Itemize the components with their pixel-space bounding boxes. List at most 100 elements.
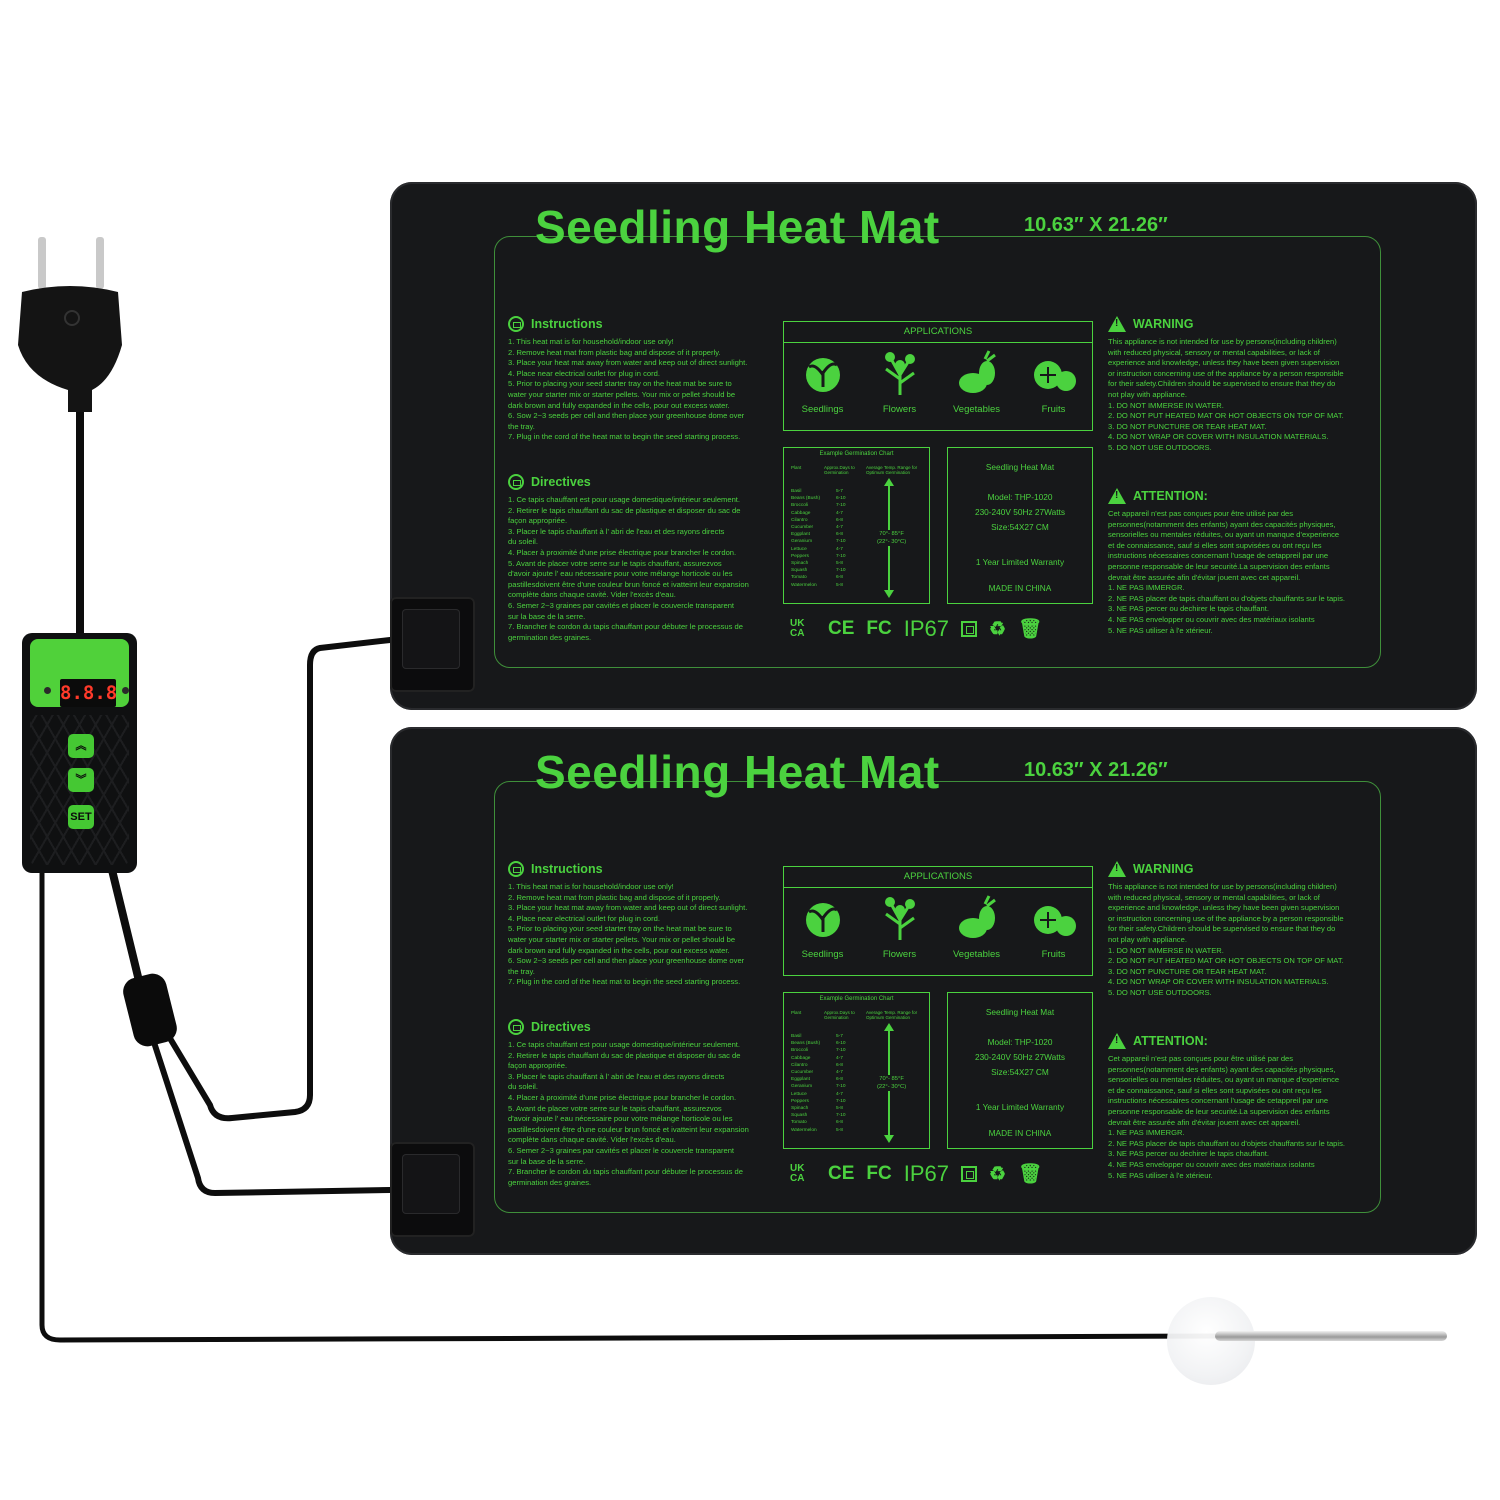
temp-range: 70°- 85°F (22°- 30°C) <box>877 530 907 546</box>
text-line: Cabbage <box>791 510 811 516</box>
text-line: 5. Avant de placer votre serre sur le ta… <box>508 1103 722 1113</box>
text-line: germination des graines. <box>508 1177 592 1187</box>
text-line: Peppers <box>791 1098 809 1104</box>
text-line: instructions nécessaires concernant l'us… <box>1108 1096 1329 1106</box>
controller-face: 8.8.8 <box>30 639 129 707</box>
model-number: Model: THP-1020 <box>987 492 1053 502</box>
ce-mark: CE <box>828 1163 855 1184</box>
germination-chart-title: Example Germination Chart <box>819 996 894 1002</box>
text-line: Cucumber <box>791 525 814 531</box>
text-line: personnes(notamment des enfants) ayant d… <box>1108 519 1336 529</box>
text-line: 4. Place near electrical outlet for plug… <box>508 368 660 378</box>
controller-cable <box>108 866 144 989</box>
text-line: dark brown and fully expanded in the cel… <box>508 945 730 955</box>
text-line: Squash <box>791 1113 808 1119</box>
text-line: 5. Prior to placing your seed starter tr… <box>508 379 732 389</box>
text-line: Eggplant <box>791 532 810 538</box>
text-line: Tomato <box>791 575 807 581</box>
mat-print-frame <box>494 236 1381 668</box>
text-line: Basil <box>791 489 802 494</box>
text-line: 4-7 <box>836 510 843 516</box>
ukca-mark: UK CA <box>790 1163 805 1184</box>
mat-size: 10.63″ X 21.26″ <box>1024 759 1168 781</box>
applications-box: APPLICATIONS Seedlings Flowers Vegetable… <box>783 321 1093 431</box>
text-line: Lettuce <box>791 546 807 552</box>
germination-chart-title: Example Germination Chart <box>819 451 894 457</box>
text-line: Squash <box>791 568 808 574</box>
application-fruits: Fruits <box>1019 894 1089 960</box>
fruits-icon <box>1033 906 1076 936</box>
col-range: Average Temp. Range for Optimum Germinat… <box>866 465 918 475</box>
ip67-mark: IP67 <box>903 1161 949 1186</box>
text-line: Cet appareil n'est pas conçues pour être… <box>1108 509 1294 518</box>
mat1-cable <box>162 637 393 1122</box>
text-line: 5-7 <box>836 1034 843 1039</box>
text-line: 4. DO NOT WRAP OR COVER WITH INSULATION … <box>1108 977 1329 987</box>
flower-icon <box>884 352 915 395</box>
col-range: Average Temp. Range for Optimum Germinat… <box>866 1010 918 1020</box>
text-line: 5-8 <box>836 1127 843 1133</box>
text-line: not play with appliance. <box>1108 389 1187 399</box>
fc-mark: FC <box>866 1163 892 1184</box>
directives-heading: Directives <box>531 1019 591 1034</box>
heat-mat-top: Seedling Heat Mat 10.63″ X 21.26″ Instru… <box>390 182 1477 710</box>
text-line: d'avoir ajoute l' eau nécessaire pour vo… <box>508 1114 733 1124</box>
text-line: 7-10 <box>836 503 846 509</box>
application-flowers: Flowers <box>865 894 935 960</box>
text-line: Broccoli <box>791 1048 809 1054</box>
text-line: 7-10 <box>836 553 846 559</box>
attention-lines: Cet appareil n'est pas conçues pour être… <box>1108 1054 1378 1181</box>
col-days: Approx.Days to Germination <box>824 1010 855 1020</box>
application-seedlings: Seedlings <box>788 894 858 960</box>
vegetables-icon <box>958 895 996 938</box>
text-line: Beans (Bush) <box>791 1041 821 1047</box>
warning-heading: WARNING <box>1133 316 1194 331</box>
text-line: Broccoli <box>791 503 809 509</box>
power-led <box>44 687 51 694</box>
directives-heading: Directives <box>531 474 591 489</box>
instructions-section: Instructions 1. This heat mat is for hou… <box>508 861 773 988</box>
up-button[interactable]: ︽ <box>68 734 94 758</box>
text-line: pastillesdoivent être d'une couleur brun… <box>508 579 749 589</box>
text-line: water your starter mix or starter pellet… <box>508 934 736 944</box>
germination-chart: Example Germination Chart Plant Approx.D… <box>783 447 930 604</box>
ce-mark: CE <box>828 618 855 639</box>
directives-section: Directives 1. Ce tapis chauffant est pou… <box>508 474 783 643</box>
text-line: Tomato <box>791 1120 807 1126</box>
text-line: 2. NE PAS placer de tapis chauffant ou d… <box>1108 1138 1345 1148</box>
down-button[interactable]: ︾ <box>68 768 94 792</box>
application-seedlings: Seedlings <box>788 349 858 415</box>
text-line: instructions nécessaires concernant l'us… <box>1108 551 1329 561</box>
text-line: 6-8 <box>836 1120 843 1126</box>
applications-heading: APPLICATIONS <box>784 867 1092 888</box>
model-power: 230-240V 50Hz 27Watts <box>974 1052 1066 1062</box>
text-line: Cilantro <box>791 1062 808 1068</box>
text-line: This appliance is not intended for use b… <box>1108 337 1337 346</box>
text-line: for their safety.Children should be supe… <box>1108 379 1336 389</box>
text-line: 6. Sow 2~3 seeds per cell and then place… <box>508 411 745 421</box>
application-fruits: Fruits <box>1019 349 1089 415</box>
text-line: with reduced physical, sensory or mental… <box>1108 892 1320 902</box>
eu-plug <box>18 237 122 412</box>
warning-section: WARNING This appliance is not intended f… <box>1108 861 1378 999</box>
attention-lines: Cet appareil n'est pas conçues pour être… <box>1108 509 1378 636</box>
text-line: 4-7 <box>836 1070 843 1076</box>
model-origin: MADE IN CHINA <box>988 1128 1052 1138</box>
text-line: 2. NE PAS placer de tapis chauffant ou d… <box>1108 593 1345 603</box>
heating-led <box>122 687 129 694</box>
mat-size: 10.63″ X 21.26″ <box>1024 214 1168 236</box>
text-line: 4. NE PAS envelopper ou couvrir avec des… <box>1108 1159 1315 1169</box>
text-line: 3. Place your heat mat away from water a… <box>508 903 748 913</box>
text-line: Cet appareil n'est pas conçues pour être… <box>1108 1054 1294 1063</box>
model-box: Seedling Heat Mat Model: THP-1020 230-24… <box>947 447 1093 604</box>
text-line: water your starter mix or starter pellet… <box>508 389 736 399</box>
text-line: Geranium <box>791 1084 813 1090</box>
text-line: 5-8 <box>836 582 843 588</box>
directives-lines: 1. Ce tapis chauffant est pour usage dom… <box>508 1040 783 1188</box>
set-button[interactable]: SET <box>68 805 94 829</box>
instructions-section: Instructions 1. This heat mat is for hou… <box>508 316 773 443</box>
model-number: Model: THP-1020 <box>987 1037 1053 1047</box>
text-line: 7-10 <box>836 1113 846 1119</box>
flower-icon <box>884 897 915 940</box>
